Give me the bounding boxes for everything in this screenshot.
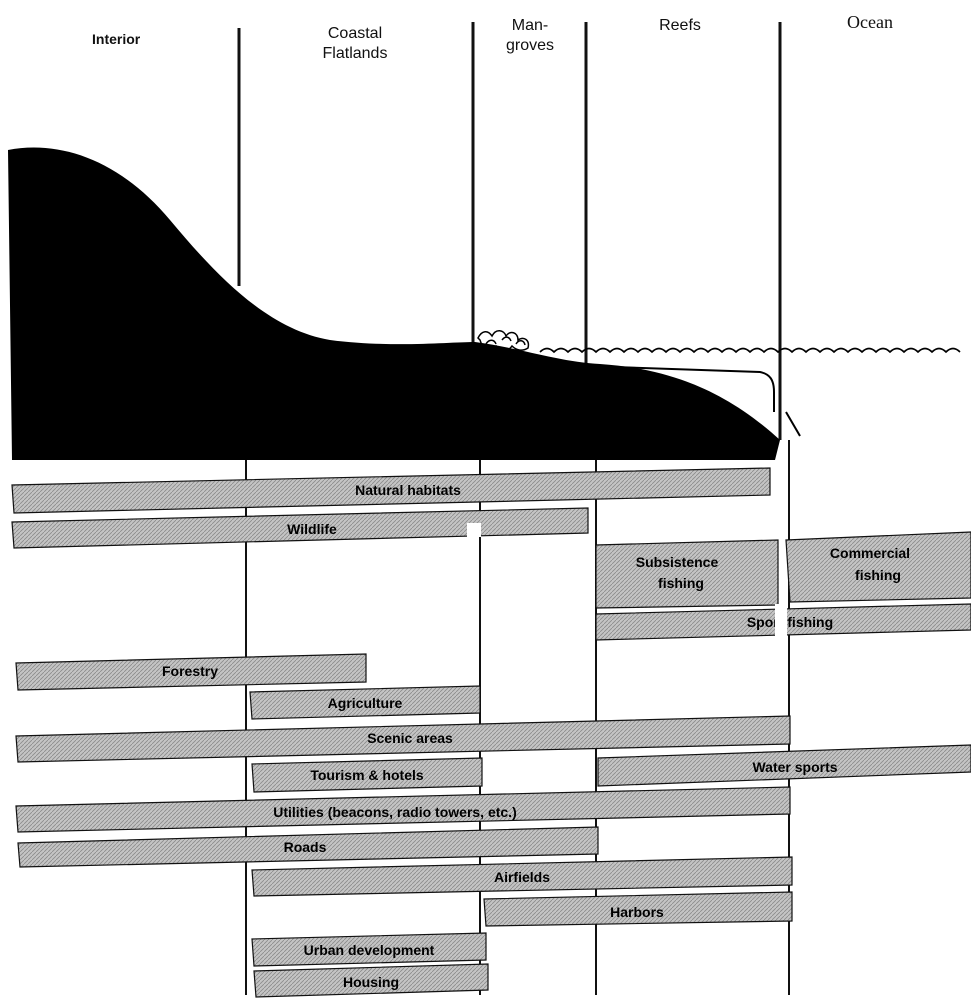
sport-fishing-gap	[775, 604, 787, 640]
bar-airfields: Airfields	[251, 856, 793, 897]
svg-text:Airfields: Airfields	[494, 869, 550, 885]
wildlife-gap	[467, 523, 481, 537]
svg-text:Commercial: Commercial	[830, 545, 910, 561]
svg-text:Natural habitats: Natural habitats	[355, 482, 461, 498]
svg-text:Harbors: Harbors	[610, 904, 664, 920]
bar-agriculture: Agriculture	[249, 685, 481, 720]
bar-housing: Housing	[253, 963, 489, 998]
svg-text:Scenic areas: Scenic areas	[367, 730, 453, 746]
svg-text:Wildlife: Wildlife	[287, 521, 337, 537]
svg-text:Roads: Roads	[284, 839, 327, 855]
bar-subsistence-fishing: Subsistence fishing	[595, 539, 779, 609]
svg-text:fishing: fishing	[855, 567, 901, 583]
bar-harbors: Harbors	[483, 891, 793, 927]
bar-forestry: Forestry	[15, 653, 367, 691]
header-reefs: Reefs	[659, 17, 701, 34]
svg-text:Subsistence: Subsistence	[636, 554, 719, 570]
svg-text:Utilities (beacons, radio towe: Utilities (beacons, radio towers, etc.)	[273, 804, 517, 820]
bar-scenic-areas: Scenic areas	[15, 715, 791, 763]
header-coastal-line1: Coastal	[328, 25, 382, 42]
svg-text:Tourism & hotels: Tourism & hotels	[310, 767, 424, 783]
reef-shelf	[585, 365, 775, 412]
header-mangroves-line1: Man-	[512, 17, 548, 34]
svg-text:Forestry: Forestry	[162, 663, 218, 679]
water-surface-waves	[539, 347, 961, 354]
svg-text:Sport fishing: Sport fishing	[747, 614, 833, 630]
bar-natural-habitats: Natural habitats	[11, 467, 771, 514]
bar-wildlife: Wildlife	[11, 507, 589, 549]
svg-text:Water sports: Water sports	[752, 759, 837, 775]
mangrove-trees-icon	[477, 330, 530, 352]
bar-utilities: Utilities (beacons, radio towers, etc.)	[15, 786, 791, 833]
bar-tourism-hotels: Tourism & hotels	[251, 757, 483, 793]
svg-text:Urban development: Urban development	[304, 942, 435, 958]
bar-commercial-fishing: Commercial fishing	[785, 531, 971, 603]
bar-roads: Roads	[17, 826, 599, 868]
svg-text:Agriculture: Agriculture	[328, 695, 403, 711]
header-interior: Interior	[92, 31, 141, 47]
reef-edge	[785, 411, 801, 437]
bar-urban-development: Urban development	[251, 932, 487, 967]
land-profile	[8, 147, 780, 460]
header-coastal-line2: Flatlands	[323, 45, 388, 62]
svg-text:Housing: Housing	[343, 974, 399, 990]
header-ocean: Ocean	[847, 12, 893, 32]
bar-water-sports: Water sports	[597, 744, 971, 787]
header-mangroves-line2: groves	[506, 37, 554, 54]
svg-text:fishing: fishing	[658, 575, 704, 591]
